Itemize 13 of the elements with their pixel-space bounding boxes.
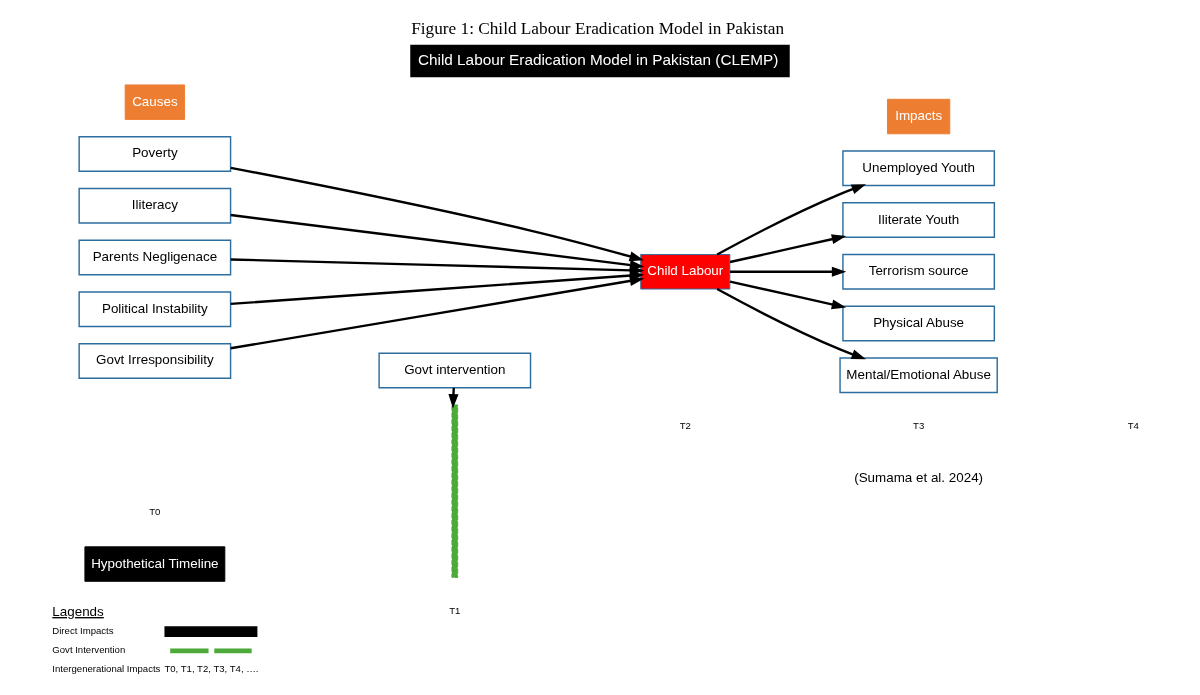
label: T4: [1127, 420, 1139, 432]
legend-label: Direct Impacts: [52, 625, 114, 637]
label: T0, T1, T2, T3, T4, ….: [164, 663, 259, 675]
legend-label: Intergenerational Impacts: [52, 663, 161, 675]
label: T3: [913, 420, 925, 432]
legend-label: Govt Intervention: [52, 644, 126, 656]
label: T2: [679, 420, 691, 432]
caption: Figure 1: Child Labour Eradication Model in Pakistan: [411, 18, 785, 38]
label: T1: [449, 605, 461, 617]
label: Lagends: [52, 604, 104, 620]
diagram-title: Child Labour Eradication Model in Pakistan (CLEMP): [417, 50, 779, 68]
label: T0: [149, 505, 161, 517]
label: (Sumama et al. 2024): [854, 470, 984, 486]
